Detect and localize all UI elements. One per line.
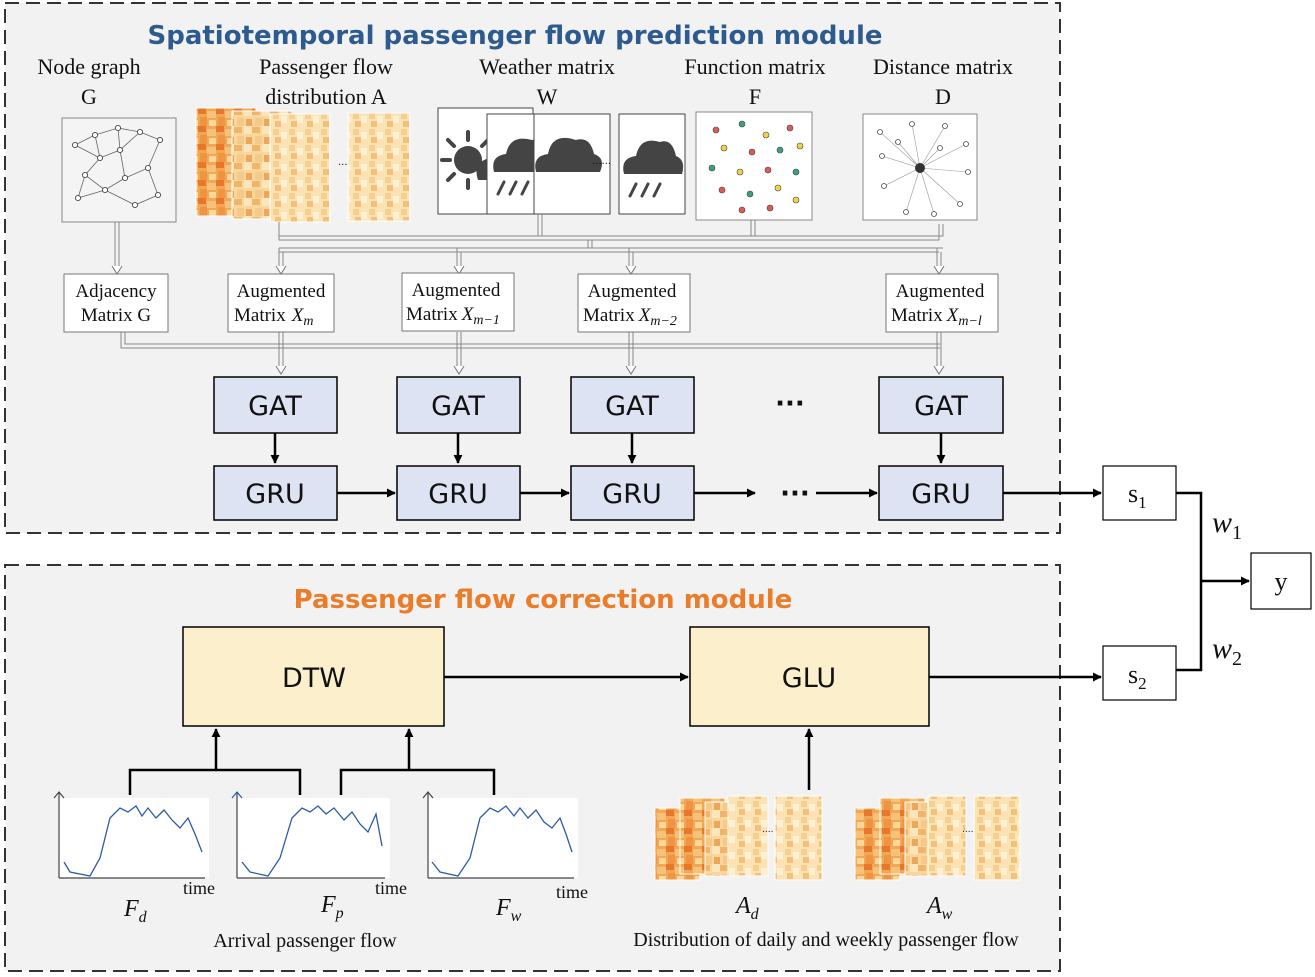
gat-ellipsis: ··· [775, 389, 805, 419]
w2-label: w2 [1212, 632, 1242, 670]
weather-images: ...... [437, 107, 686, 215]
flow-chart-fp: time [231, 791, 407, 898]
s1-label: s1 [1128, 479, 1147, 512]
output-arrows [929, 488, 1250, 682]
flow-symbols: Fd Fp Fw Arrival passenger flow [123, 892, 522, 952]
passenger-flow-heatmaps: ...... [195, 107, 411, 223]
gru-label-2: GRU [428, 479, 487, 510]
gat-box-2 [396, 376, 521, 434]
adjacency-matrix-box: Adjacency Matrix G [63, 273, 169, 333]
adjacency-line2: Matrix G [81, 305, 151, 326]
augmented-label: Augmented [896, 281, 985, 302]
gru-ellipsis: ··· [780, 479, 810, 509]
distance-matrix-image [862, 113, 978, 221]
weather-ellipsis: ...... [592, 156, 611, 167]
correction-module: Passenger flow correction module DTW GLU… [4, 564, 1061, 972]
weekly-distribution-heatmaps: .... [854, 795, 1021, 881]
weather-matrix-symbol: W [537, 84, 558, 109]
distance-matrix-symbol: D [935, 84, 951, 109]
s2-label: s2 [1128, 660, 1147, 693]
axis-label-time: time [375, 878, 407, 898]
gat-box-4 [878, 376, 1004, 434]
prediction-module-title: Spatiotemporal passenger flow prediction… [147, 21, 882, 51]
y-label: y [1275, 567, 1288, 596]
distribution-caption: Distribution of daily and weekly passeng… [633, 929, 1019, 951]
weather-card-rain-3 [618, 113, 686, 215]
passenger-flow-label: Passenger flow [259, 54, 393, 79]
gat-box-3 [570, 376, 695, 434]
gat-box-1 [213, 376, 338, 434]
input-labels: Node graph G Passenger flow distribution… [37, 54, 1013, 109]
distribution-symbol-ad: Ad [734, 893, 760, 923]
gru-row: GRU GRU GRU ··· GRU [213, 465, 1004, 521]
prediction-module: Spatiotemporal passenger flow prediction… [4, 2, 1061, 534]
gru-label-1: GRU [245, 479, 304, 510]
glu-box [689, 626, 930, 727]
weekly-ellipsis: .... [962, 825, 973, 835]
gat-label-1: GAT [248, 391, 302, 422]
augmented-label: Augmented [412, 280, 501, 301]
flow-chart-fd: time [53, 791, 215, 898]
correction-module-title: Passenger flow correction module [294, 585, 793, 615]
node-graph-label: Node graph [37, 54, 140, 79]
augmented-label: Augmented [588, 281, 677, 302]
axis-label-time: time [183, 878, 215, 898]
gru-box-3 [570, 465, 695, 521]
dtw-label: DTW [282, 663, 346, 694]
function-matrix-label: Function matrix [684, 54, 825, 79]
daily-ellipsis: .... [762, 825, 773, 835]
distance-matrix-label: Distance matrix [873, 54, 1013, 79]
adjacency-line1: Adjacency [75, 281, 157, 302]
gru-label-4: GRU [911, 479, 970, 510]
gat-label-3: GAT [605, 391, 659, 422]
node-graph-symbol: G [81, 84, 97, 109]
gat-row: GAT GAT GAT ··· GAT [213, 376, 1004, 434]
w1-label: w1 [1212, 506, 1242, 544]
gru-label-3: GRU [602, 479, 661, 510]
flow-symbol-fw: Fw [495, 895, 522, 925]
gru-box-4 [878, 465, 1004, 521]
function-matrix-symbol: F [749, 84, 761, 109]
output-section: s1 s2 w1 w2 y [929, 465, 1312, 701]
gru-box-1 [213, 465, 338, 521]
flow-symbol-fp: Fp [320, 892, 344, 922]
prediction-module-border [4, 2, 1061, 534]
passenger-flow-label-line2: distribution A [265, 84, 387, 109]
gat-label-2: GAT [431, 391, 485, 422]
function-matrix-image [695, 111, 813, 221]
axis-label-time: time [556, 882, 588, 902]
weather-matrix-label: Weather matrix [479, 54, 615, 79]
flow-chart-fw: time [422, 791, 588, 902]
distribution-symbols: Ad Aw Distribution of daily and weekly p… [633, 893, 1019, 951]
glu-label: GLU [782, 663, 836, 694]
distribution-symbol-aw: Aw [925, 893, 953, 923]
daily-distribution-heatmaps: .... [654, 795, 823, 881]
s1-box [1102, 465, 1177, 521]
y-box [1250, 552, 1312, 610]
gat-label-4: GAT [914, 391, 968, 422]
correction-connectors [128, 672, 814, 795]
augmented-label: Augmented [237, 281, 326, 302]
node-graph-image [61, 117, 177, 223]
gat-gru-arrows [270, 433, 946, 464]
s2-box [1102, 645, 1177, 701]
input-connectors [114, 214, 944, 368]
dtw-box [182, 626, 445, 727]
correction-module-border [4, 564, 1061, 972]
weather-card-rain-2 [533, 113, 611, 215]
arrival-flow-caption: Arrival passenger flow [213, 930, 397, 952]
flow-symbol-fd: Fd [123, 896, 148, 926]
